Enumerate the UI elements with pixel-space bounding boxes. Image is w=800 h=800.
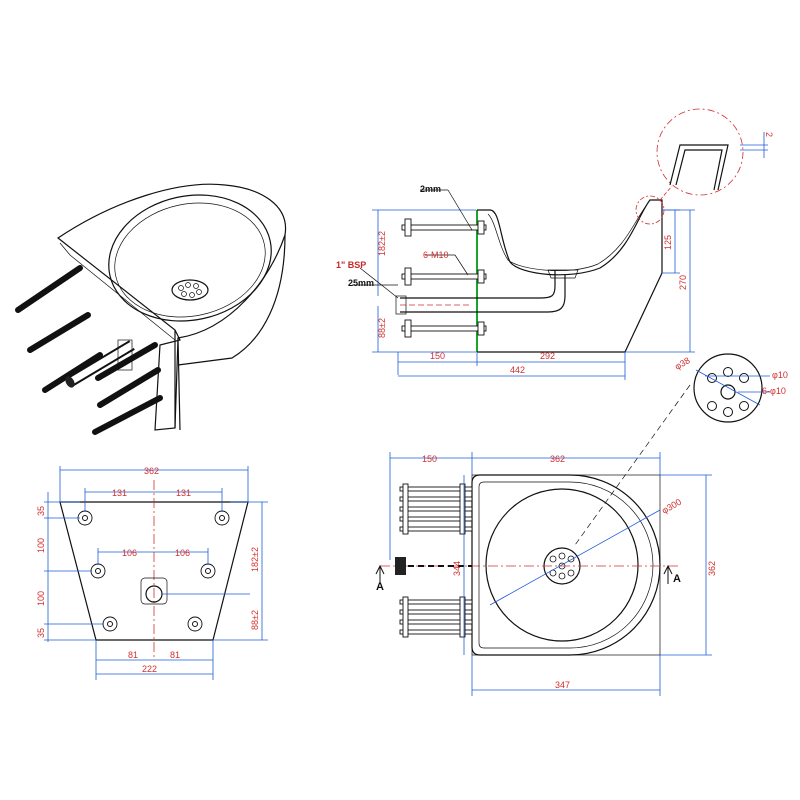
top-bounding-box (471, 474, 661, 656)
back-v-bottom: 35 (36, 628, 46, 638)
pipe-thread-label: 1" BSP (336, 260, 366, 270)
iso-front-face (174, 330, 181, 431)
top-dim-lines (389, 452, 712, 696)
top-left-width: 150 (422, 454, 437, 464)
dim-right-width: 292 (540, 351, 555, 361)
iso-mounting-studs (15, 265, 163, 435)
top-outline-inner (478, 481, 654, 649)
top-studs (399, 483, 473, 638)
dim-upper-height: 182±2 (377, 231, 387, 256)
detail-rim-profile (669, 144, 729, 191)
side-basin-inner (487, 205, 647, 272)
back-pipe-plate (140, 577, 168, 605)
iso-drain (171, 279, 209, 301)
iso-side-face (59, 242, 176, 341)
isometric-view (15, 183, 287, 435)
section-label-right: A (673, 573, 681, 585)
top-outline (471, 474, 661, 656)
section-arrow-left: A (375, 564, 385, 593)
iso-bowl-rim (108, 194, 272, 322)
back-v-lower: 100 (36, 591, 46, 606)
top-bowl (485, 488, 639, 642)
back-bottom-right: 81 (170, 650, 180, 660)
top-diameter-line (489, 509, 661, 606)
dim-left-width: 150 (430, 351, 445, 361)
pipe-size-label: 25mm (348, 278, 374, 288)
drain-outer-dim: φ38 (673, 355, 692, 372)
back-spacing-upper-right: 131 (176, 488, 191, 498)
iso-drain-holes (178, 282, 202, 298)
back-top-width: 362 (144, 466, 159, 476)
detail-source-circle (635, 195, 665, 225)
back-spacing-upper-left: 131 (112, 488, 127, 498)
drain-holes-count: 6-φ10 (762, 386, 786, 396)
back-spacing-mid-left: 106 (122, 548, 137, 558)
back-bottom-width: 222 (142, 664, 157, 674)
drain-leader (574, 384, 691, 546)
back-v-upper: 100 (36, 538, 46, 553)
detail-thickness: 2 (764, 132, 774, 137)
section-arrow-right: A (663, 564, 681, 585)
top-bowl-diameter: φ300 (660, 497, 683, 516)
drain-hole-dim: φ10 (772, 370, 788, 380)
top-top-width: 362 (550, 454, 565, 464)
side-pipe-fitting (395, 295, 407, 315)
iso-bowl-inner (114, 202, 266, 318)
top-pipe-fitting (395, 557, 406, 575)
dim-total-height: 270 (678, 275, 688, 290)
side-drain-cup (547, 269, 579, 279)
side-dim-lines (352, 189, 695, 380)
back-spacing-mid-right: 106 (175, 548, 190, 558)
back-dim-lines (44, 466, 268, 680)
back-lower-height: 88±2 (250, 610, 260, 630)
wall-thickness-label: 2mm (420, 184, 441, 194)
drain-detail-center (720, 384, 736, 400)
detail-circle (656, 108, 744, 196)
top-center-offset: 344 (452, 561, 462, 576)
rim-detail: 2 (635, 108, 774, 225)
section-label-left: A (376, 581, 384, 593)
back-view: 362 131 131 106 106 81 81 222 35 100 100… (36, 466, 268, 680)
back-upper-height: 182±2 (250, 547, 260, 572)
back-v-top: 35 (36, 506, 46, 516)
back-bottom-left: 81 (128, 650, 138, 660)
side-section-view: 2mm 6-M10 1" BSP 25mm 182±2 88±2 150 292… (336, 184, 695, 380)
top-view: A A 150 362 φ300 344 362 347 (375, 452, 717, 696)
dim-total-width: 442 (510, 365, 525, 375)
back-bolts (77, 510, 230, 632)
drain-detail: φ38 φ10 6-φ10 (574, 353, 788, 546)
bolt-count-label: 6-M10 (423, 250, 449, 260)
top-height: 362 (707, 561, 717, 576)
side-drain-pipe (400, 270, 566, 313)
iso-drain-pipe (65, 339, 135, 388)
dim-lower-height: 88±2 (377, 318, 387, 338)
top-bottom-width: 347 (555, 680, 570, 690)
iso-right-side (177, 234, 286, 366)
iso-body-outline (56, 183, 287, 431)
dim-rim-height: 125 (663, 235, 673, 250)
drain-detail-outer (693, 353, 763, 423)
side-basin-outline (477, 199, 663, 353)
side-bolts (401, 218, 487, 338)
